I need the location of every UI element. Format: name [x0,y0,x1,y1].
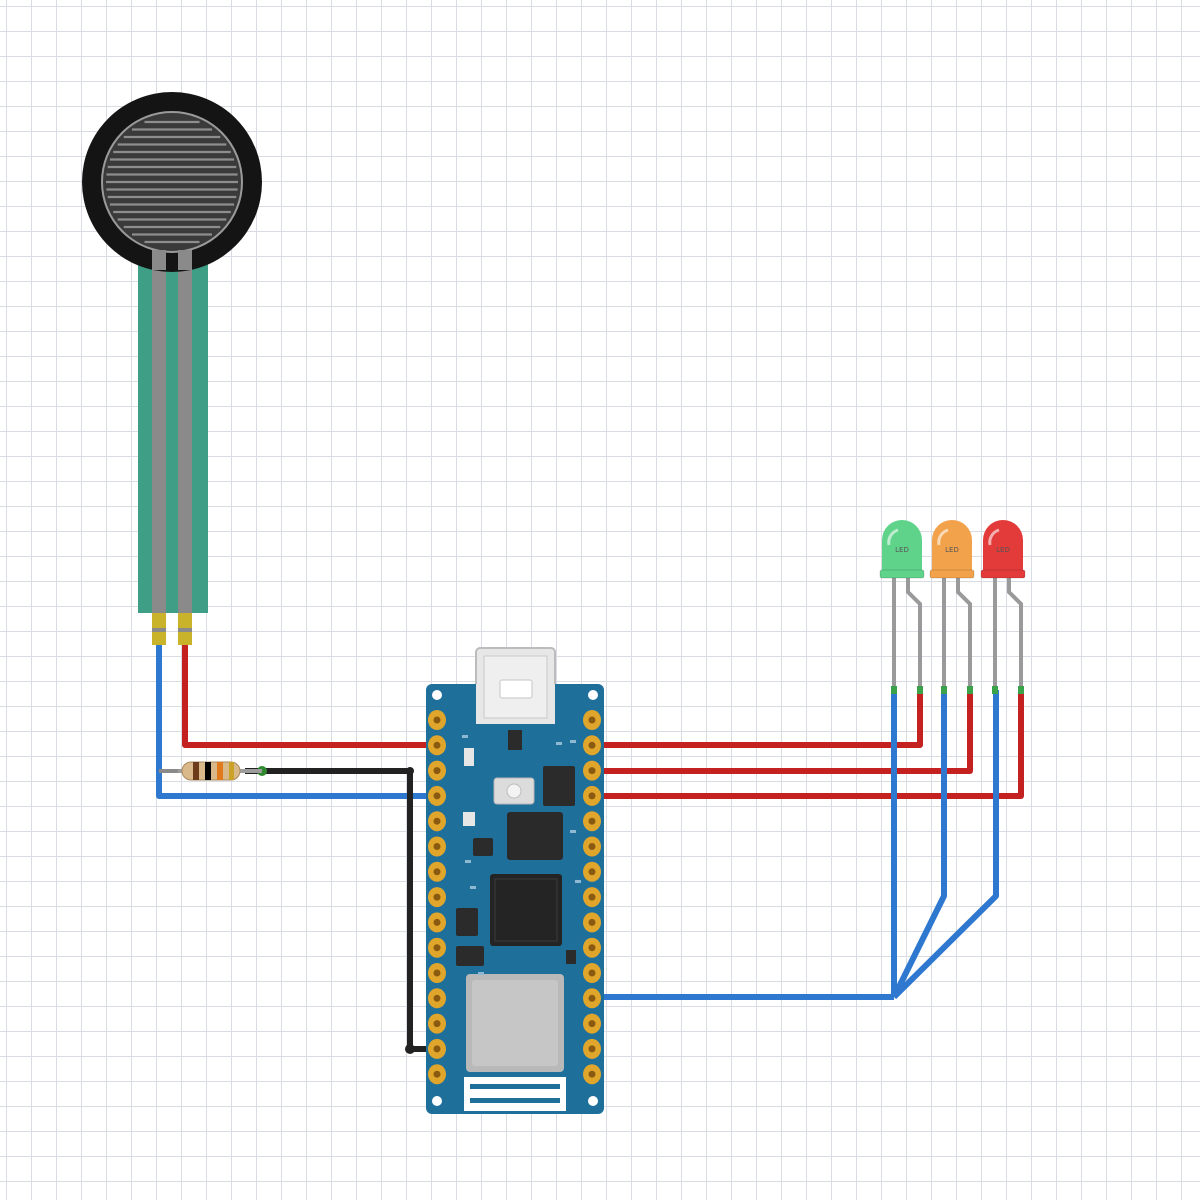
red-led-ground-wire[interactable] [891,690,999,1000]
fsr-tail [138,245,208,613]
led-leg-tip [917,686,923,694]
mount-hole [588,1096,598,1106]
right-pin-header [583,710,601,1085]
antenna [464,1077,566,1111]
led-label: LED [945,546,959,554]
fsr-trace-right [178,245,192,645]
mount-hole [432,1096,442,1106]
resistor-band-3 [217,762,223,780]
wires [156,645,1024,1054]
red-led-signal-wire[interactable] [594,690,1024,799]
led-leg-tip [891,686,897,694]
mount-hole [588,690,598,700]
led-label: LED [996,546,1010,554]
mount-hole [432,690,442,700]
led-leg-tip [1018,686,1024,694]
resistor-ground-wire[interactable] [245,768,436,1052]
silkscreen-mark [462,735,468,738]
fsr-trace-left [152,245,166,645]
silkscreen-mark [470,886,476,889]
resistor[interactable] [178,761,262,781]
small-chip [456,946,484,966]
silkscreen-mark [570,830,576,833]
orange-led-ground-wire[interactable] [891,690,947,999]
silkscreen-marks [462,735,581,975]
silkscreen-mark [478,972,484,975]
resistor-band-2 [205,762,211,780]
orange-led[interactable]: LED [929,520,975,694]
orange-led-signal-wire[interactable] [594,690,973,774]
jumper-bend-bottom [405,1044,415,1054]
led-leg-tip [967,686,973,694]
led-leg-tip [941,686,947,694]
led-indicator [508,730,522,750]
led-label: LED [895,546,909,554]
crypto-chip [507,812,563,860]
led-anode-leg [1007,578,1023,690]
force-sensitive-resistor[interactable] [82,92,262,645]
led-anode-leg [956,578,972,690]
led-rim [980,569,1026,579]
imu-chip [456,908,478,936]
red-led[interactable]: LED [980,520,1026,694]
silkscreen-mark [465,860,471,863]
regulator-chip [543,766,575,806]
left-pin-header [428,710,446,1085]
resistor-band-1 [193,762,199,780]
silkscreen-mark [575,880,581,883]
silkscreen-mark [556,742,562,745]
led-anode-leg [906,578,922,690]
leds: LED LED LED [879,520,1026,694]
silkscreen-mark [570,740,576,743]
jumper-bend-top [406,767,414,775]
led-rim [929,569,975,579]
resistor-band-4 [229,762,234,780]
microcontroller-chip [490,874,562,946]
led-leg-tip [992,686,998,694]
arduino-nano-board[interactable] [426,647,604,1114]
small-chip [473,838,493,856]
fsr-sensing-lines [106,120,238,244]
fsr-ground-wire[interactable] [156,645,436,799]
green-led[interactable]: LED [879,520,925,694]
fsr-signal-wire[interactable] [182,645,436,748]
green-led-signal-wire[interactable] [594,690,923,748]
led-rim [879,569,925,579]
